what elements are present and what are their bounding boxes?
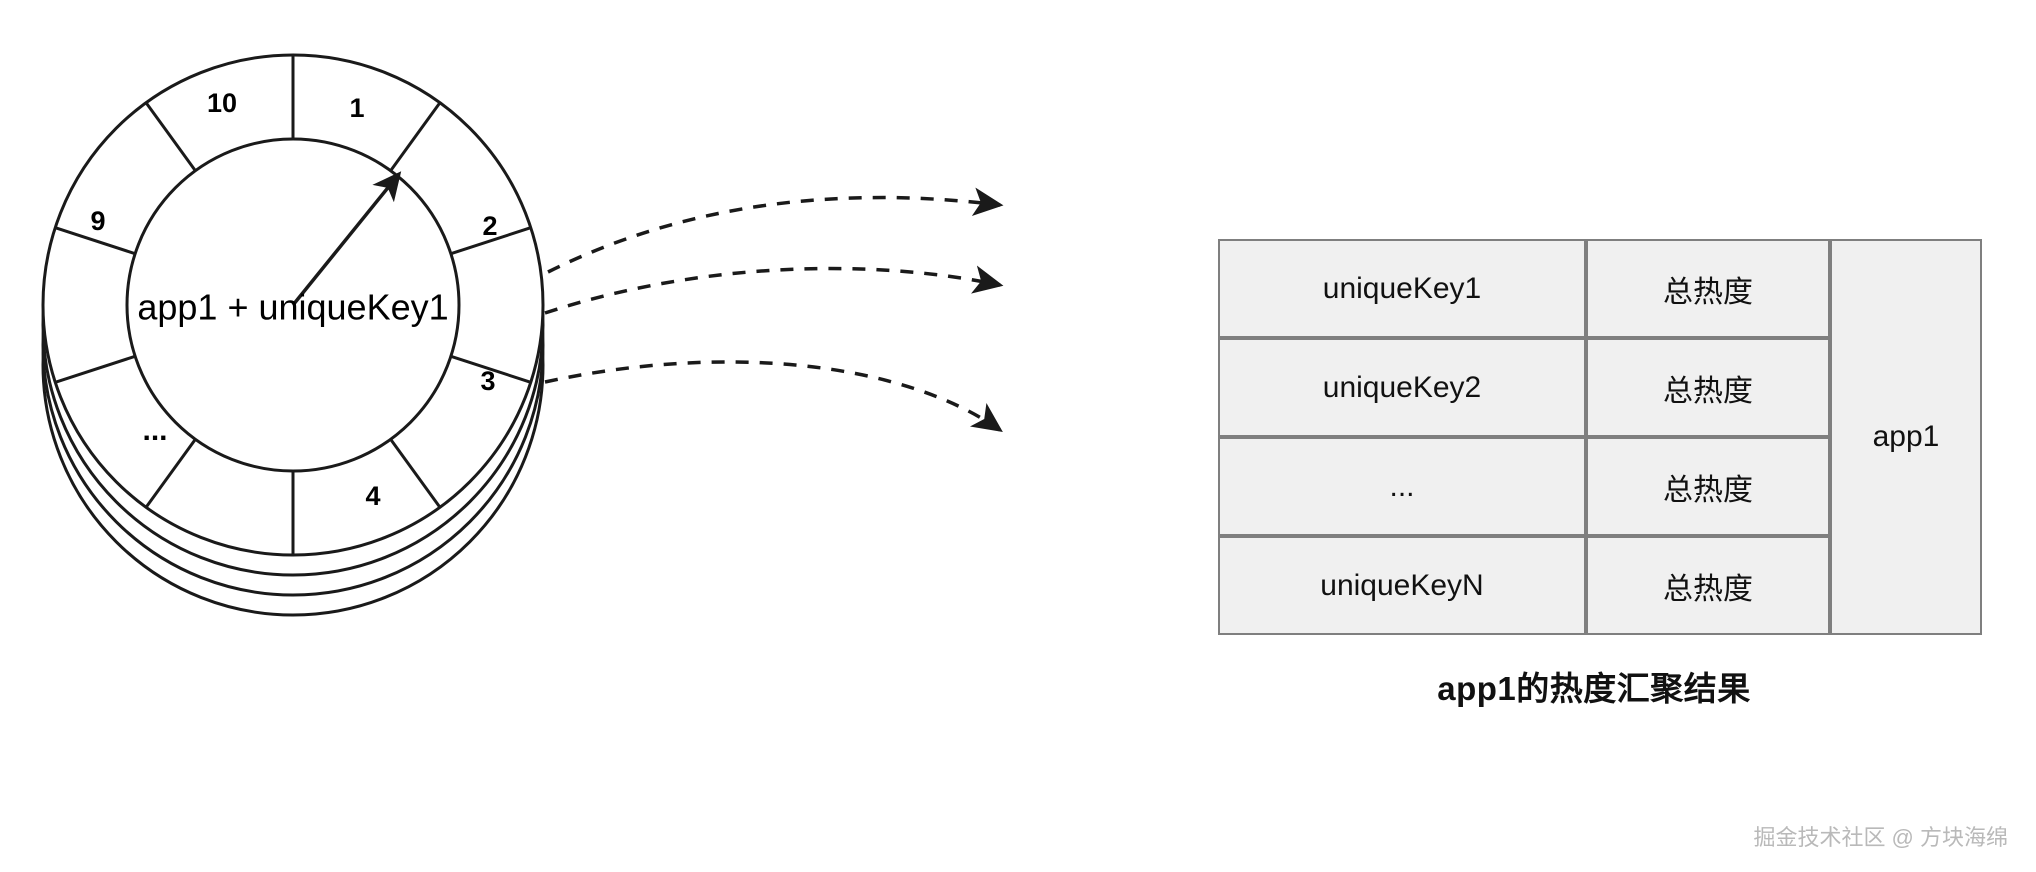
wheel-slot-label-4: 4 (365, 481, 380, 511)
wheel-divider-252 (54, 354, 136, 384)
wheel-divider-108 (450, 354, 532, 384)
table-row: uniqueKeyN 总热度 (1218, 536, 1982, 635)
wheel-slot-ellipsis: ... (142, 414, 167, 447)
connector-arrow-1 (547, 187, 1004, 274)
time-wheel-hand-icon (291, 171, 402, 307)
wheel-slot-label-10: 10 (207, 88, 237, 118)
watermark: 掘金技术社区 @ 方块海绵 (1753, 825, 2008, 850)
time-wheel: 1 2 3 4 9 10 ... app1 + uniqueKey1 (41, 53, 545, 557)
cell-heat-3: 总热度 (1586, 437, 1830, 536)
wheel-divider-36 (389, 101, 442, 172)
wheel-center-label: app1 + uniqueKey1 (137, 287, 448, 328)
connector-arrow-3 (544, 360, 1003, 433)
cell-unique-key-1: uniqueKey1 (1218, 239, 1586, 338)
table-row: uniqueKey2 总热度 (1218, 338, 1982, 437)
wheel-slot-label-2: 2 (482, 211, 497, 241)
wheel-slot-label-9: 9 (90, 206, 105, 236)
table-row: ... 总热度 (1218, 437, 1982, 536)
wheel-divider-144 (389, 438, 442, 509)
connector-arrows (544, 187, 1004, 433)
wheel-slot-label-3: 3 (480, 366, 495, 396)
cell-app-name: app1 (1830, 239, 1982, 635)
wheel-divider-288 (54, 226, 136, 256)
aggregation-table-wrapper: uniqueKey1 总热度 app1 uniqueKey2 总热度 ... 总… (1218, 239, 1982, 635)
wheel-divider-72 (450, 226, 532, 256)
cell-heat-1: 总热度 (1586, 239, 1830, 338)
cell-heat-2: 总热度 (1586, 338, 1830, 437)
cell-unique-key-n: uniqueKeyN (1218, 536, 1586, 635)
wheel-slot-label-1: 1 (349, 93, 364, 123)
aggregation-table: uniqueKey1 总热度 app1 uniqueKey2 总热度 ... 总… (1218, 239, 1982, 635)
wheel-divider-216 (144, 438, 197, 509)
cell-heat-4: 总热度 (1586, 536, 1830, 635)
aggregation-caption: app1的热度汇聚结果 (1437, 670, 1751, 707)
cell-unique-key-ellipsis: ... (1218, 437, 1586, 536)
table-row: uniqueKey1 总热度 app1 (1218, 239, 1982, 635)
cell-unique-key-2: uniqueKey2 (1218, 338, 1586, 437)
wheel-sector-dividers (54, 55, 532, 555)
wheel-divider-324 (144, 101, 197, 172)
connector-arrow-2 (544, 265, 1004, 315)
